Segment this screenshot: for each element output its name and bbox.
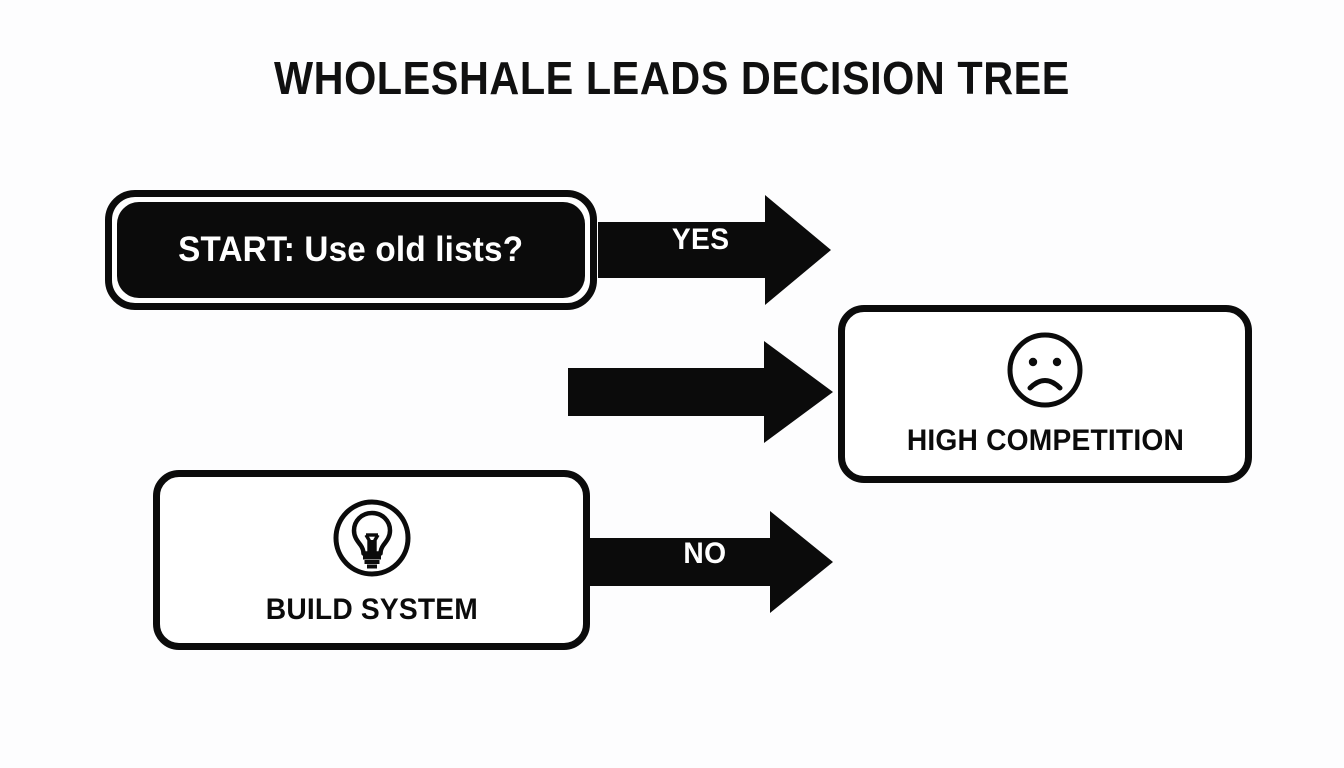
arrow-middle (568, 339, 834, 445)
node-build-system-inner: BUILD SYSTEM (160, 477, 583, 663)
node-build-system[interactable]: BUILD SYSTEM (153, 470, 590, 650)
sad-face-icon (1005, 330, 1085, 410)
node-high-competition-inner: HIGH COMPETITION (845, 312, 1245, 494)
node-start[interactable]: START: Use old lists? (105, 190, 597, 310)
node-high-competition[interactable]: HIGH COMPETITION (838, 305, 1252, 483)
arrow-yes-shape (598, 195, 831, 305)
node-build-system-label: BUILD SYSTEM (265, 593, 478, 626)
arrow-no: NO (588, 509, 834, 615)
arrow-yes: YES (598, 193, 832, 307)
lightbulb-icon (331, 497, 413, 579)
arrow-middle-shape (568, 341, 833, 443)
node-start-label: START: Use old lists? (178, 230, 524, 269)
node-start-inner: START: Use old lists? (117, 202, 585, 298)
node-high-competition-label: HIGH COMPETITION (906, 424, 1184, 457)
page-title: WHOLESHALE LEADS DECISION TREE (274, 52, 1070, 104)
arrow-no-shape (588, 511, 833, 613)
